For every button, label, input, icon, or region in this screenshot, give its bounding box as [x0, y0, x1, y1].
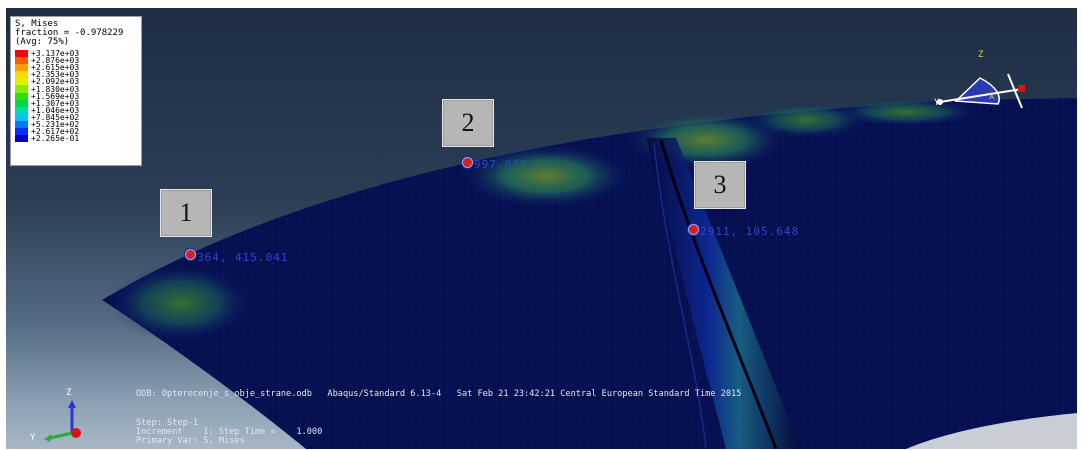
- legend-swatch: [15, 64, 28, 72]
- legend-value: +2.876e+03: [31, 56, 80, 66]
- legend-row: +2.265e-01: [15, 134, 137, 144]
- legend-value: +2.617e+02: [31, 127, 80, 137]
- legend-row: +1.046e+03: [15, 105, 137, 115]
- legend-value: +2.353e+03: [31, 70, 80, 80]
- legend-fraction: fraction = -0.978229: [15, 28, 124, 38]
- callout-1: 1: [160, 189, 212, 237]
- axis-triad-bottom: [44, 400, 81, 442]
- legend-value: +5.231e+02: [31, 119, 80, 129]
- legend-swatch: [15, 78, 28, 86]
- triad-top-z-label: Z: [978, 50, 984, 60]
- legend-swatch: [15, 128, 28, 136]
- inner-opening: [906, 413, 1077, 449]
- increment-info-line: Increment 1: Step Time = 1.000: [136, 427, 323, 437]
- callout-3: 3: [694, 161, 746, 209]
- axis-triad-top: [937, 73, 1025, 109]
- model-view[interactable]: [6, 8, 1077, 449]
- probe-marker-3[interactable]: [688, 224, 699, 235]
- triad-bottom-z-label: Z: [66, 388, 72, 398]
- legend-value: +2.265e-01: [31, 134, 80, 144]
- legend-row: +2.353e+03: [15, 70, 137, 80]
- legend-value: +1.307e+03: [31, 98, 80, 108]
- legend-row: +1.307e+03: [15, 98, 137, 108]
- probe-label-3: 2911, 105.648: [700, 225, 800, 238]
- step-info-line: Step: Step-1: [136, 418, 199, 428]
- legend-row: +3.137e+03: [15, 49, 137, 59]
- probe-marker-2[interactable]: [462, 157, 473, 168]
- legend-title: S, Mises: [15, 19, 59, 29]
- contour-legend: S, Mises fraction = -0.978229 (Avg: 75%)…: [10, 16, 142, 166]
- legend-swatch: [15, 135, 28, 143]
- groove-edge-2: [653, 142, 707, 449]
- legend-swatch: [15, 50, 28, 58]
- legend-value: +1.830e+03: [31, 84, 80, 94]
- stress-zone-1: [111, 265, 251, 341]
- callout-2: 2: [442, 99, 494, 147]
- legend-swatch: [15, 85, 28, 93]
- legend-scale: +3.137e+03 +2.876e+03 +2.615e+03 +2.353e…: [15, 49, 137, 144]
- viewport[interactable]: S, Mises fraction = -0.978229 (Avg: 75%)…: [6, 8, 1077, 449]
- legend-swatch: [15, 113, 28, 121]
- legend-row: +1.830e+03: [15, 84, 137, 94]
- legend-swatch: [15, 57, 28, 65]
- triad-top-x-label: X: [989, 92, 995, 102]
- groove-edge: [659, 139, 778, 449]
- legend-swatch: [15, 106, 28, 114]
- legend-swatch: [15, 71, 28, 79]
- legend-row: +2.615e+03: [15, 63, 137, 73]
- stress-zone-2: [461, 144, 631, 208]
- shell-surface: [102, 98, 1077, 449]
- primary-var-line: Primary Var: S, Mises: [136, 436, 245, 446]
- legend-swatch: [15, 120, 28, 129]
- stress-zone-5: [836, 98, 976, 126]
- legend-swatch: [15, 99, 28, 107]
- legend-row: +2.876e+03: [15, 56, 137, 66]
- probe-marker-1[interactable]: [185, 249, 196, 260]
- legend-value: +2.615e+03: [31, 63, 80, 73]
- legend-avg: (Avg: 75%): [15, 37, 70, 47]
- legend-value: +3.137e+03: [31, 49, 80, 59]
- legend-row: +7.845e+02: [15, 112, 137, 122]
- legend-value: +2.092e+03: [31, 77, 80, 87]
- odb-info-line: ODB: Opterecenje_s_obje_strane.odb Abaqu…: [136, 389, 742, 399]
- legend-swatch: [15, 92, 28, 100]
- legend-row: +1.569e+03: [15, 91, 137, 101]
- legend-row: +5.231e+02: [15, 119, 137, 129]
- legend-value: +1.569e+03: [31, 91, 80, 101]
- legend-value: +7.845e+02: [31, 112, 80, 122]
- legend-value: +1.046e+03: [31, 105, 80, 115]
- triad-top-y-label: Y: [934, 98, 940, 108]
- legend-row: +2.092e+03: [15, 77, 137, 87]
- probe-label-1: 364, 415.041: [197, 251, 289, 264]
- triad-bottom-y-label: Y: [30, 433, 36, 443]
- probe-label-2: 997.671,: [474, 158, 535, 171]
- stress-zone-4: [746, 102, 866, 138]
- legend-row: +2.617e+02: [15, 127, 137, 137]
